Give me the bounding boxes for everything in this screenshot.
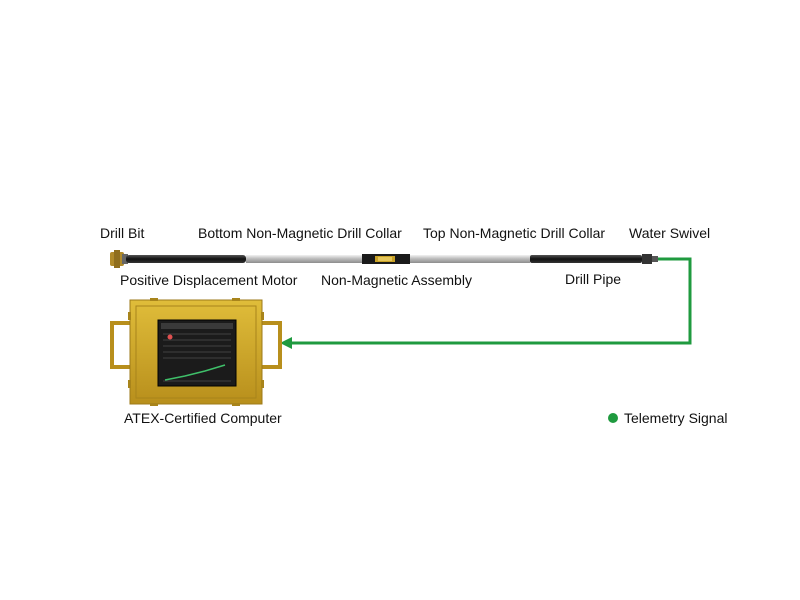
telemetry-signal-line xyxy=(290,257,692,345)
bottom-collar-shape xyxy=(246,255,362,263)
label-top-collar: Top Non-Magnetic Drill Collar xyxy=(423,225,606,241)
label-nm-assembly: Non-Magnetic Assembly xyxy=(321,272,472,288)
legend-label: Telemetry Signal xyxy=(624,410,728,426)
drill-string xyxy=(110,250,658,268)
label-pdm: Positive Displacement Motor xyxy=(120,272,298,288)
drill-bit-shape xyxy=(110,250,128,268)
water-swivel-shape xyxy=(642,254,658,264)
pdm-shape xyxy=(126,255,246,263)
legend-dot xyxy=(608,413,618,423)
atex-computer xyxy=(110,298,282,406)
label-drill-bit: Drill Bit xyxy=(100,225,145,241)
signal-arrowhead xyxy=(280,337,292,349)
legend: Telemetry Signal xyxy=(608,410,728,426)
drill-pipe-shape xyxy=(530,255,642,263)
top-collar-shape xyxy=(410,255,530,263)
computer-screen xyxy=(157,319,237,387)
label-drill-pipe: Drill Pipe xyxy=(565,271,622,287)
label-computer: ATEX-Certified Computer xyxy=(124,410,282,426)
nm-assembly-shape xyxy=(362,254,410,264)
label-water-swivel: Water Swivel xyxy=(629,225,711,241)
label-bottom-collar: Bottom Non-Magnetic Drill Collar xyxy=(198,225,402,241)
